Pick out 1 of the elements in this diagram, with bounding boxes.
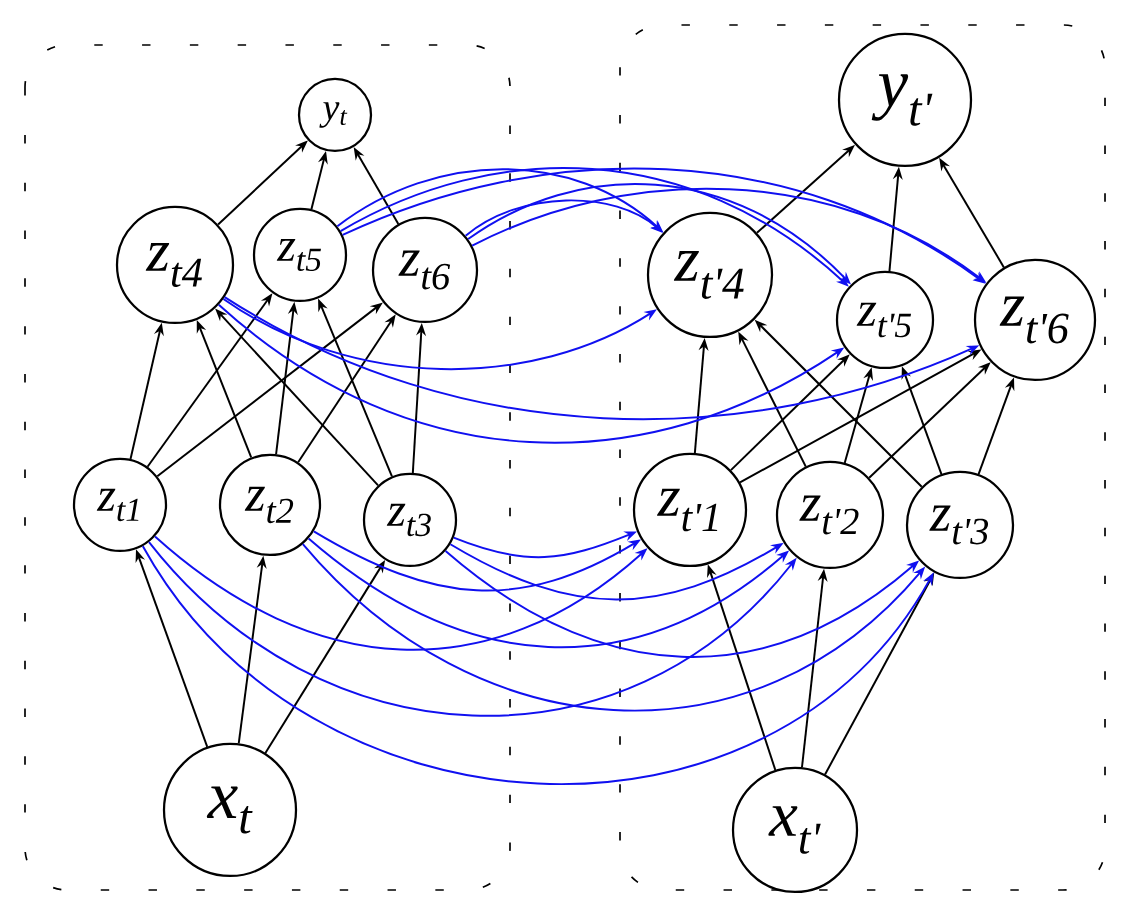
arrow <box>141 545 934 785</box>
